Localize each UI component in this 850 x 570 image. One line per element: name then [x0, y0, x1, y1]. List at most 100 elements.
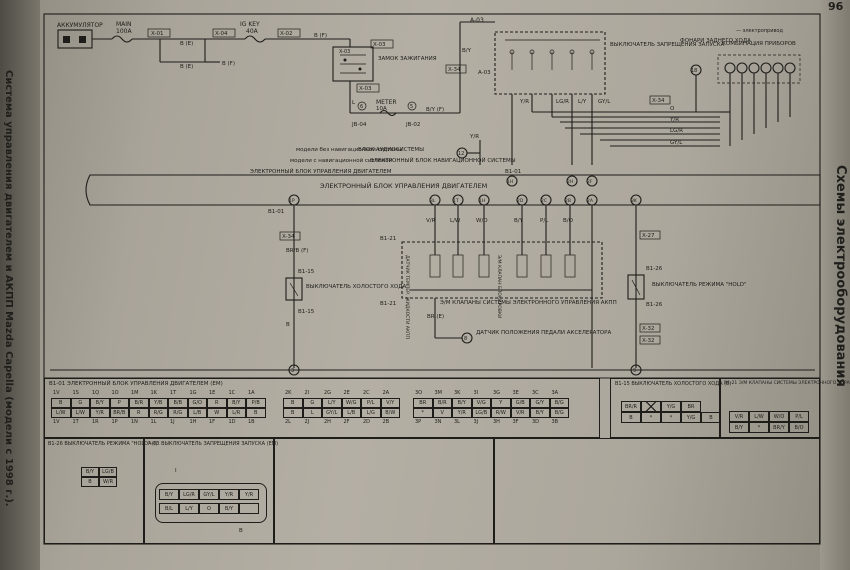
b101-g3-r1-cell: V/G — [471, 398, 491, 408]
wire-lgr-2: LG/R — [670, 128, 683, 134]
b101-g2-r1-cell: L/Y — [322, 398, 342, 408]
b101-g1-r2-cell: L/W — [70, 408, 90, 418]
empty-table-cell-1 — [274, 438, 494, 544]
b126-r1-cell: B/Y — [81, 467, 99, 477]
start-inhibitor-label: ВЫКЛЮЧАТЕЛЬ ЗАПРЕЩЕНИЯ ЗАПУСКА — [610, 42, 725, 48]
x34-connector-2: X-34 — [652, 98, 665, 104]
b101-g3-r2-cell: B/G — [549, 408, 569, 418]
x01-connector: X-01 — [151, 31, 163, 37]
b101-g2-r2-cell: L/G — [361, 408, 381, 418]
b101-g2-r2-cell: L — [302, 408, 322, 418]
b101-g1-r2-cell: L/W — [51, 408, 71, 418]
x04-connector: X-04 — [215, 31, 228, 37]
a03-r1-cell: Y/R — [219, 489, 239, 500]
ecu-pin-2a: 2A — [587, 198, 594, 204]
b101-title: B1-01 ЭЛЕКТРОННЫЙ БЛОК УПРАВЛЕНИЯ ДВИГАТ… — [49, 381, 223, 387]
b121-r2-cell: B/Y — [729, 422, 749, 433]
wire-be-2: B (E) — [180, 64, 193, 70]
b101-g2-r1-cell: V/Y — [380, 398, 400, 408]
b101-g1-bot: 1V — [53, 419, 60, 425]
b101-g1-bot: 1R — [92, 419, 99, 425]
wire-by: B/Y — [462, 48, 472, 54]
b121-r2-cell: * — [749, 422, 769, 433]
ecu-pin-3l: 3L — [430, 198, 436, 204]
b126-r1-cell: LG/B — [99, 467, 117, 477]
b101-g3-r2-cell: R/W — [491, 408, 511, 418]
b101-g3-bot: 3J — [473, 419, 479, 425]
pedal-sensor-label: ДАТЧИК ПОЛОЖЕНИЯ ПЕДАЛИ АКСЕЛЕРАТОРА — [476, 330, 611, 336]
b115-r2-cell: B — [621, 412, 641, 423]
b101-g2-r1-cell: G — [302, 398, 322, 408]
b15-label-1: B1-15 — [298, 269, 315, 275]
x32-connector-2: X-32 — [642, 338, 654, 344]
b101-g1-r2-cell: B — [246, 408, 266, 418]
a03-table: A-03 ВЫКЛЮЧАТЕЛЬ ЗАПРЕЩЕНИЯ ЗАПУСКА (EM)… — [144, 438, 278, 544]
b121-r1-cell: V/R — [729, 411, 749, 422]
solenoids-label: Э/М КЛАПАНЫ СИСТЕМЫ ЭЛЕКТРОННОГО УПРАВЛЕ… — [440, 300, 617, 306]
audio-unit-label: БЛОК АУДИОСИСТЕМЫ — [358, 147, 424, 153]
wire-lw: L/W — [450, 218, 461, 224]
ecu-pin-2f: 2F — [587, 179, 593, 185]
b115-title: B1-15 ВЫКЛЮЧАТЕЛЬ ХОЛОСТОГО ХОДА (E) — [615, 381, 732, 387]
b01-label-top: B1-01 — [505, 169, 521, 175]
b101-g3-r2-cell: LG/B — [471, 408, 491, 418]
b101-g3-top: 3G — [493, 390, 501, 396]
a03-r1-cell: B/Y — [159, 489, 179, 500]
solenoid-block: B1-21 B1-21 Э/М КЛАПАНЫ СИСТЕМЫ ЭЛЕКТРОН… — [380, 205, 617, 368]
b115-blank-cell — [641, 401, 661, 412]
inhibitor-output-wires — [511, 94, 720, 165]
b101-g3-r1-cell: B/Y — [452, 398, 472, 408]
b26-label-1: B1-26 — [646, 266, 663, 272]
ecu-pin-1h-2: 1H — [479, 198, 485, 204]
b101-g2-bot: 2D — [363, 419, 371, 425]
wire-bre: BR (E) — [427, 314, 444, 320]
diagram-frame — [43, 13, 821, 545]
ignition-switch-label: ЗАМОК ЗАЖИГАНИЯ — [378, 56, 437, 62]
b101-g3-bot: 3H — [493, 419, 500, 425]
page-edge — [820, 0, 850, 570]
x03-connector-2: X-03 — [359, 86, 372, 92]
b101-g1-r1-cell: P — [109, 398, 129, 408]
ecu-pin-2c: 2C — [541, 198, 547, 204]
b21-label-1: B1-21 — [380, 236, 396, 242]
b121-r2-cell: BR/Y — [769, 422, 789, 433]
b101-g1-top: 1S — [72, 390, 79, 396]
b101-g3-bot: 3L — [454, 419, 460, 425]
jb02-label: JB-02 — [405, 122, 420, 128]
turbine-sensor-label: ДАТЧИК ТЕМПЕР. ЖИДКОСТИ АКПП — [404, 255, 410, 339]
b101-g3-top: 3A — [551, 390, 559, 396]
b101-g3-top: 3K — [454, 390, 461, 396]
wire-yr-2: Y/R — [669, 117, 679, 123]
b101-g2-bot: 2B — [382, 419, 390, 425]
a03-title: A-03 ВЫКЛЮЧАТЕЛЬ ЗАПРЕЩЕНИЯ ЗАПУСКА (EM) — [148, 441, 279, 447]
b101-g1-r1-cell: Y/B — [148, 398, 168, 408]
b101-g1-r2-cell: R/G — [168, 408, 188, 418]
ecu-label: ЭЛЕКТРОННЫЙ БЛОК УПРАВЛЕНИЯ ДВИГАТЕЛЕМ — [320, 181, 487, 190]
b101-g1-top: 1A — [248, 390, 255, 396]
b15-label-2: B1-15 — [298, 309, 315, 315]
b101-g2-r1-cell: W/G — [341, 398, 361, 408]
wire-l: L — [352, 100, 356, 106]
a03-r2-cell: L/Y — [179, 503, 199, 514]
b101-g1-top: 1O — [111, 390, 119, 396]
b26-label-2: B1-26 — [646, 302, 663, 308]
b121-r1-cell: L/W — [749, 411, 769, 422]
main-fuse-rating: 100A — [116, 28, 132, 35]
ecu-pin-2h: 2H — [567, 179, 573, 185]
start-inhibitor-switch: A-03 A-03 — [470, 17, 606, 95]
b101-g1-r1-cell: R — [207, 398, 227, 408]
b115-r1b-cell: Y/G — [661, 401, 681, 412]
ecu-pin-3k: 3K — [631, 198, 638, 204]
with-nav-label: модели с навигационной системой — [290, 157, 393, 164]
b115-r1b-cell: BR — [681, 401, 701, 412]
b101-g2-bot: 2J — [304, 419, 310, 425]
b115-r2-cell: * — [661, 412, 681, 423]
b101-g3-r2-cell: Y/R — [452, 408, 472, 418]
a03-r1-cell: Y/R — [239, 489, 259, 500]
b101-g1-r2-cell: L/B — [187, 408, 207, 418]
b101-g3-r1-cell: BR — [413, 398, 433, 408]
a03-label-mid: A-03 — [478, 70, 491, 76]
a03-r2-cell — [239, 503, 259, 514]
b115-r2-cell: * — [641, 412, 661, 423]
